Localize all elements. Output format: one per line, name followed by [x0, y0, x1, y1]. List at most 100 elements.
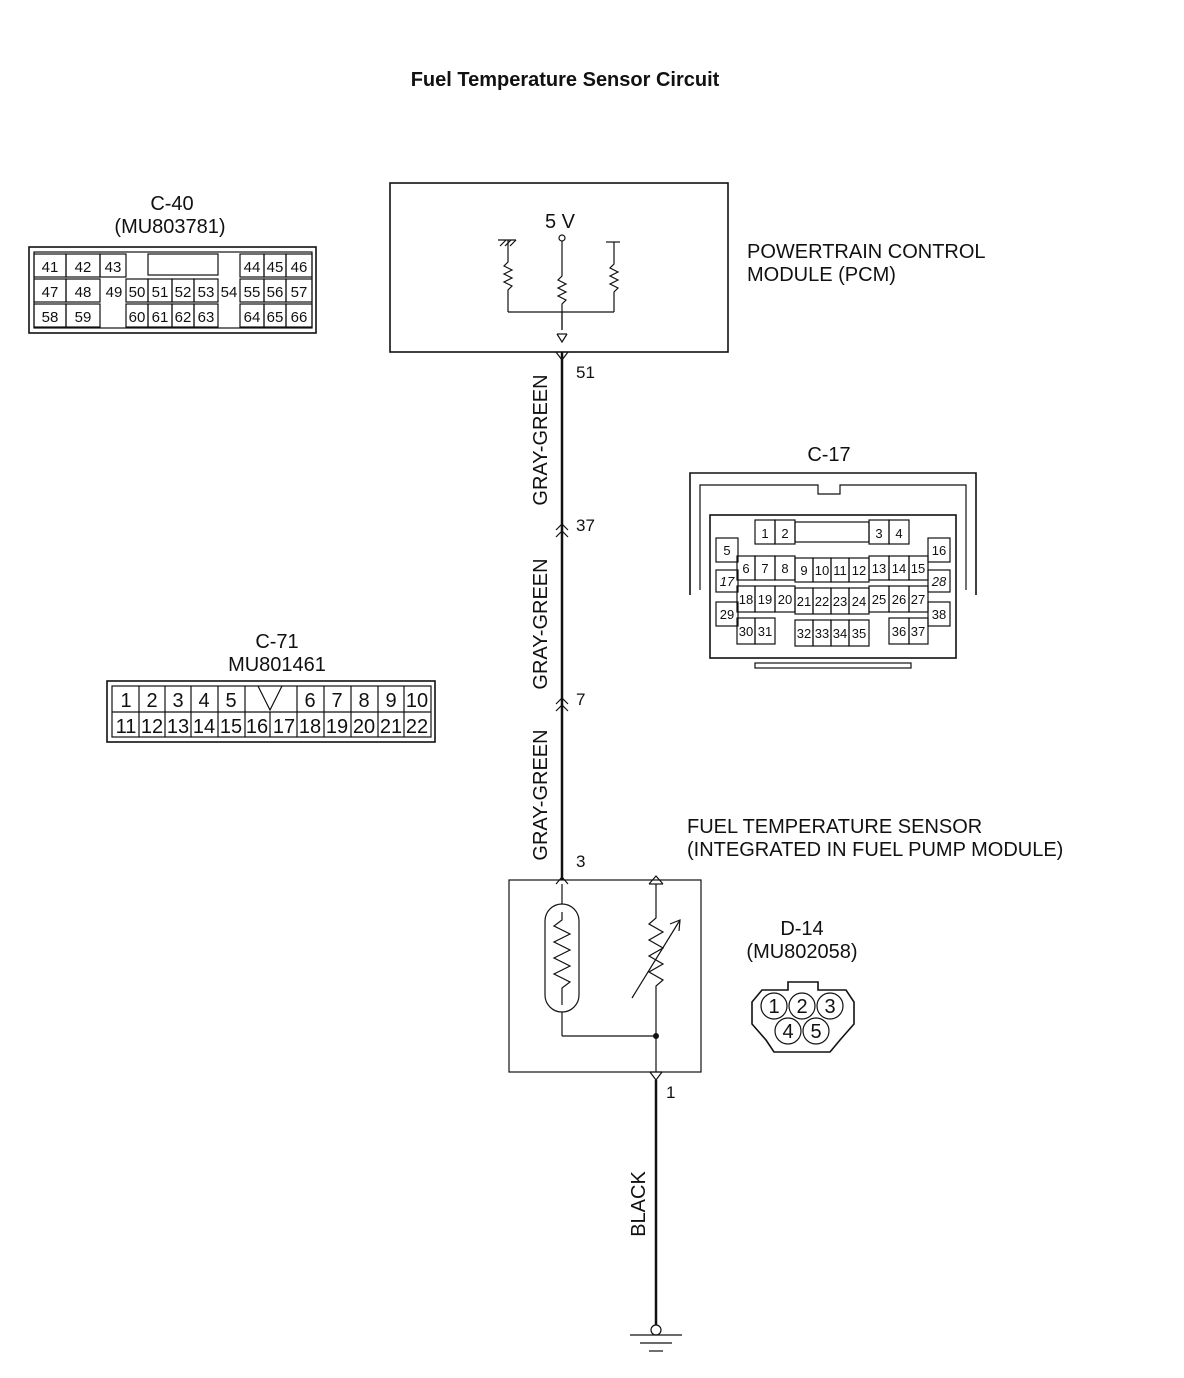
sensor-terminal-marker: [555, 876, 569, 885]
c40-pin: 59: [75, 309, 92, 326]
c40-pin: 52: [175, 284, 192, 301]
junction-dot: [653, 1033, 659, 1039]
c71-pin: 3: [172, 690, 183, 712]
c40-pin: 58: [42, 309, 59, 326]
c17-outer-shell: [689, 472, 977, 595]
c40-pin: 57: [291, 284, 308, 301]
c40-pin: 44: [244, 259, 261, 276]
pcm-terminal-51: 51: [576, 363, 595, 382]
c71-part-number: MU801461: [228, 654, 326, 676]
connector-c40: C-40 (MU803781) 41 42 43 44 45 46 47 48 …: [28, 193, 317, 334]
c71-pin: 18: [299, 716, 321, 738]
c40-pin: 47: [42, 284, 59, 301]
c40-pin: 42: [75, 259, 92, 276]
c40-pin: 46: [291, 259, 308, 276]
c17-pin: 18: [739, 592, 753, 607]
c71-pin: 8: [358, 690, 369, 712]
c40-name: C-40: [150, 193, 193, 215]
c71-pin: 17: [273, 716, 295, 738]
pcm-terminal-marker: [555, 351, 569, 361]
d14-housing: [751, 981, 855, 1053]
wire-color-label: GRAY-GREEN: [530, 558, 552, 689]
c71-pin: 5: [225, 690, 236, 712]
c40-pin: 61: [152, 309, 169, 326]
c71-pin: 10: [406, 690, 428, 712]
c17-pin: 35: [852, 626, 866, 641]
c71-pin: 15: [220, 716, 242, 738]
ground-wire: BLACK: [628, 1080, 682, 1352]
d14-part-number: (MU802058): [746, 941, 857, 963]
wire-color-label: GRAY-GREEN: [530, 729, 552, 860]
c40-pin: 48: [75, 284, 92, 301]
connector-c17: C-17 1 2 3 4 5 16 6 7 8 9 10 11: [689, 444, 977, 669]
d14-pin: 2: [796, 996, 807, 1018]
d14-pin: 4: [782, 1021, 793, 1043]
connector-37-marker: [555, 523, 569, 531]
c17-body: [709, 514, 957, 659]
c71-pin: 21: [380, 716, 402, 738]
c17-pin: 38: [932, 607, 946, 622]
c17-pin: 32: [797, 626, 811, 641]
c71-key-symbol: [257, 685, 283, 712]
c17-pin: 9: [800, 563, 807, 578]
c17-pin: 26: [892, 592, 906, 607]
signal-wire: 51 37 7 GRAY-GREEN GRAY-GREEN GRAY-GREEN…: [530, 351, 595, 880]
c40-pin: 60: [129, 309, 146, 326]
pcm-label-line1: POWERTRAIN CONTROL: [747, 241, 986, 263]
connector-7-marker: [555, 697, 569, 705]
connector-d14: D-14 (MU802058) 1 2 3 4 5: [746, 918, 858, 1053]
c17-pin: 19: [758, 592, 772, 607]
c17-pin: 36: [892, 624, 906, 639]
c17-pin: 34: [833, 626, 847, 641]
c17-pin: 23: [833, 594, 847, 609]
c17-pin: 20: [778, 592, 792, 607]
signal-ground-symbol: [556, 333, 568, 344]
pcm-label-line2: MODULE (PCM): [747, 264, 896, 286]
c40-outline: [28, 246, 317, 334]
variable-resistor-symbol: [647, 884, 665, 1072]
c40-pin: 53: [198, 284, 215, 301]
connector-c71: C-71 MU801461 1 2 3 4 5 6 7 8 9 10 11 12…: [106, 631, 436, 743]
c17-pin: 25: [872, 592, 886, 607]
d14-pin: 5: [810, 1021, 821, 1043]
c40-pin: 63: [198, 309, 215, 326]
c17-pin: 12: [852, 563, 866, 578]
c40-pin: 43: [105, 259, 122, 276]
c40-pin: 64: [244, 309, 261, 326]
sensor-label-line2: (INTEGRATED IN FUEL PUMP MODULE): [687, 839, 1063, 861]
c17-pin: 30: [739, 624, 753, 639]
c17-pin: 22: [815, 594, 829, 609]
wire-color-label: BLACK: [628, 1171, 650, 1237]
terminal-37: 37: [576, 516, 595, 535]
c71-pin: 9: [385, 690, 396, 712]
c17-pin: 5: [723, 543, 730, 558]
c17-pin: 7: [761, 561, 768, 576]
diagram-title: Fuel Temperature Sensor Circuit: [411, 69, 720, 91]
d14-name: D-14: [780, 918, 823, 940]
c40-pin: 56: [267, 284, 284, 301]
c71-pin: 11: [116, 716, 137, 738]
c17-pin: 14: [892, 561, 906, 576]
sensor-module-box: [508, 879, 702, 1073]
c17-pin: 31: [758, 624, 772, 639]
c17-pin: 33: [815, 626, 829, 641]
c17-pin: 6: [742, 561, 749, 576]
c71-pin: 14: [193, 716, 215, 738]
c71-name: C-71: [255, 631, 298, 653]
c71-pin: 1: [120, 690, 131, 712]
c40-pin: 51: [152, 284, 169, 301]
c17-pin: 2: [781, 526, 788, 541]
d14-pin: 3: [824, 996, 835, 1018]
c17-pin: 15: [911, 561, 925, 576]
c40-pin: 41: [42, 259, 59, 276]
c40-pin: 49: [106, 284, 123, 301]
sensor-bottom-terminal-marker: [649, 1071, 663, 1081]
c17-pin: 10: [815, 563, 829, 578]
d14-pin: 1: [768, 996, 779, 1018]
c17-name: C-17: [807, 444, 850, 466]
c17-pin: 3: [875, 526, 882, 541]
c40-pin: 45: [267, 259, 284, 276]
c17-pin: 13: [872, 561, 886, 576]
c40-pin: 54: [221, 284, 238, 301]
